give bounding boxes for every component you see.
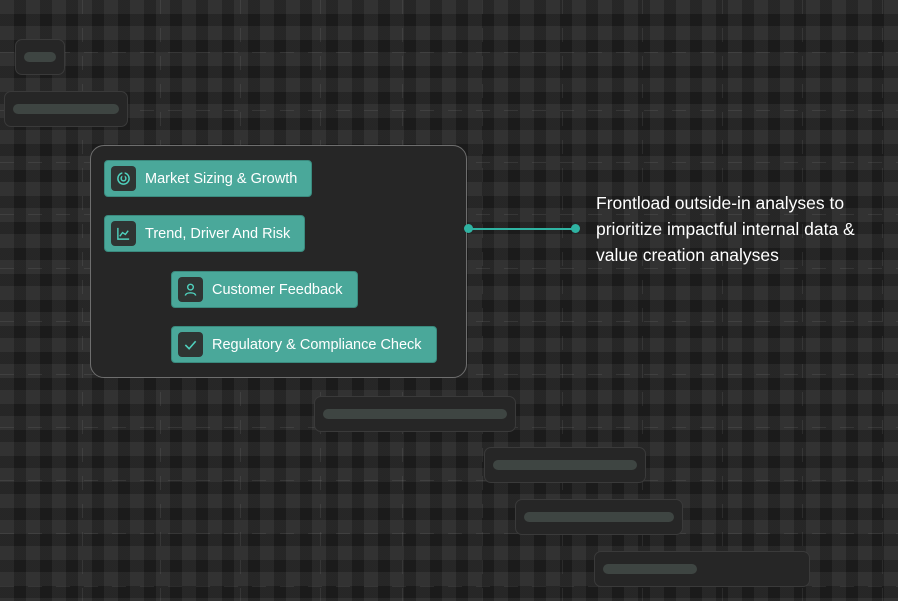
caption-text: Frontload outside-in analyses to priorit…	[596, 193, 855, 265]
chip-label: Regulatory & Compliance Check	[212, 336, 422, 353]
chip-market-sizing[interactable]: Market Sizing & Growth	[104, 160, 313, 197]
placeholder-item	[4, 91, 128, 127]
chip-label: Customer Feedback	[212, 281, 343, 298]
check-icon	[178, 332, 203, 357]
placeholder-item	[484, 447, 646, 483]
placeholder-item	[15, 39, 65, 75]
placeholder-item	[515, 499, 683, 535]
line-chart-icon	[111, 221, 136, 246]
user-icon	[178, 277, 203, 302]
chip-regulatory-compliance[interactable]: Regulatory & Compliance Check	[171, 326, 437, 363]
connector-line	[468, 227, 575, 230]
chip-label: Trend, Driver And Risk	[145, 225, 291, 242]
placeholder-item	[594, 551, 810, 587]
chip-customer-feedback[interactable]: Customer Feedback	[171, 271, 358, 308]
placeholder-item	[314, 396, 516, 432]
connector-dot-start	[464, 224, 473, 233]
connector-dot-end	[571, 224, 580, 233]
chip-label: Market Sizing & Growth	[145, 170, 298, 187]
target-icon	[111, 166, 136, 191]
chip-trend-driver-risk[interactable]: Trend, Driver And Risk	[104, 215, 306, 252]
